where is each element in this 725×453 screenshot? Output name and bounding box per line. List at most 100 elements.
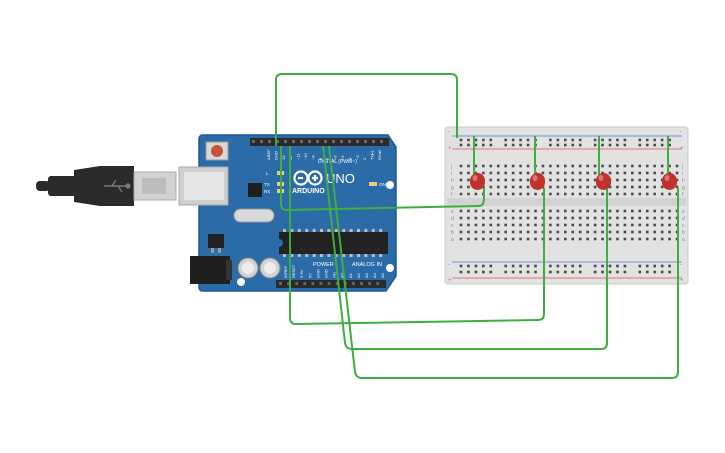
breadboard-hole[interactable] xyxy=(519,270,522,274)
breadboard-hole[interactable] xyxy=(586,178,589,182)
breadboard-hole[interactable] xyxy=(660,143,664,147)
header-hole[interactable] xyxy=(300,140,303,143)
breadboard-hole[interactable] xyxy=(541,237,545,241)
arduino-uno-board[interactable]: L TX RX ON ARDUINO UNO DIGITAL (PWM~) AR… xyxy=(178,134,397,292)
breadboard-hole[interactable] xyxy=(526,223,530,227)
breadboard-hole[interactable] xyxy=(578,138,582,142)
breadboard-hole[interactable] xyxy=(511,192,515,196)
breadboard-hole[interactable] xyxy=(660,138,664,142)
breadboard-hole[interactable] xyxy=(571,178,575,182)
header-hole[interactable] xyxy=(351,282,355,285)
breadboard-hole[interactable] xyxy=(467,143,470,147)
breadboard-hole[interactable] xyxy=(556,209,560,213)
breadboard-hole[interactable] xyxy=(571,270,575,274)
breadboard-hole[interactable] xyxy=(504,171,507,175)
breadboard-hole[interactable] xyxy=(467,178,470,182)
breadboard-hole[interactable] xyxy=(474,209,478,213)
breadboard-hole[interactable] xyxy=(564,209,567,213)
breadboard-hole[interactable] xyxy=(519,164,522,168)
breadboard-hole[interactable] xyxy=(549,237,552,241)
breadboard-hole[interactable] xyxy=(638,264,642,268)
breadboard-hole[interactable] xyxy=(608,230,612,234)
breadboard-hole[interactable] xyxy=(489,230,493,234)
breadboard-hole[interactable] xyxy=(571,164,575,168)
breadboard-hole[interactable] xyxy=(593,230,597,234)
breadboard-hole[interactable] xyxy=(578,216,582,220)
breadboard-hole[interactable] xyxy=(541,209,545,213)
wire-pin-to-led3[interactable] xyxy=(322,145,608,350)
breadboard-hole[interactable] xyxy=(638,178,642,182)
breadboard-hole[interactable] xyxy=(645,237,649,241)
led-4[interactable] xyxy=(662,173,677,190)
breadboard-hole[interactable] xyxy=(474,192,478,196)
breadboard-hole[interactable] xyxy=(593,237,597,241)
breadboard-hole[interactable] xyxy=(653,264,656,268)
wire-gnd-to-rail[interactable] xyxy=(275,73,458,146)
breadboard-hole[interactable] xyxy=(623,178,627,182)
breadboard-hole[interactable] xyxy=(482,237,485,241)
breadboard-hole[interactable] xyxy=(549,216,552,220)
breadboard-hole[interactable] xyxy=(593,264,597,268)
header-hole[interactable] xyxy=(284,140,287,143)
breadboard-hole[interactable] xyxy=(660,171,664,175)
breadboard-hole[interactable] xyxy=(645,178,649,182)
breadboard-hole[interactable] xyxy=(467,270,470,274)
breadboard-hole[interactable] xyxy=(482,171,485,175)
breadboard-hole[interactable] xyxy=(623,237,627,241)
header-hole[interactable] xyxy=(279,282,282,285)
breadboard-hole[interactable] xyxy=(631,185,634,189)
breadboard-hole[interactable] xyxy=(593,216,597,220)
breadboard-hole[interactable] xyxy=(608,209,612,213)
breadboard-hole[interactable] xyxy=(623,216,627,220)
breadboard-hole[interactable] xyxy=(496,223,500,227)
breadboard-hole[interactable] xyxy=(608,192,612,196)
breadboard-hole[interactable] xyxy=(504,164,507,168)
breadboard-hole[interactable] xyxy=(511,216,515,220)
breadboard-hole[interactable] xyxy=(638,209,642,213)
breadboard-hole[interactable] xyxy=(638,270,642,274)
breadboard-hole[interactable] xyxy=(608,264,612,268)
breadboard-hole[interactable] xyxy=(623,143,627,147)
breadboard-hole[interactable] xyxy=(586,237,589,241)
breadboard-hole[interactable] xyxy=(549,143,552,147)
breadboard-hole[interactable] xyxy=(474,270,478,274)
breadboard-hole[interactable] xyxy=(534,209,537,213)
breadboard-hole[interactable] xyxy=(660,209,664,213)
jumper-wires[interactable] xyxy=(275,73,679,379)
breadboard-hole[interactable] xyxy=(608,185,612,189)
breadboard-hole[interactable] xyxy=(645,171,649,175)
breadboard-hole[interactable] xyxy=(549,138,552,142)
breadboard-hole[interactable] xyxy=(549,264,552,268)
breadboard-hole[interactable] xyxy=(638,216,642,220)
breadboard-hole[interactable] xyxy=(489,192,493,196)
power-analog-header[interactable] xyxy=(276,280,386,288)
breadboard-hole[interactable] xyxy=(519,216,522,220)
breadboard-hole[interactable] xyxy=(631,237,634,241)
breadboard-hole[interactable] xyxy=(638,237,642,241)
breadboard-hole[interactable] xyxy=(467,185,470,189)
breadboard-hole[interactable] xyxy=(459,178,463,182)
breadboard-hole[interactable] xyxy=(526,209,530,213)
breadboard-hole[interactable] xyxy=(578,143,582,147)
breadboard-hole[interactable] xyxy=(571,171,575,175)
breadboard-hole[interactable] xyxy=(638,192,642,196)
breadboard-hole[interactable] xyxy=(578,171,582,175)
breadboard-hole[interactable] xyxy=(511,164,515,168)
breadboard-hole[interactable] xyxy=(556,216,560,220)
led-1[interactable] xyxy=(470,173,485,190)
breadboard-hole[interactable] xyxy=(623,192,627,196)
breadboard-hole[interactable] xyxy=(511,209,515,213)
breadboard-hole[interactable] xyxy=(526,138,530,142)
breadboard-hole[interactable] xyxy=(601,223,604,227)
breadboard-hole[interactable] xyxy=(496,209,500,213)
breadboard-hole[interactable] xyxy=(549,209,552,213)
breadboard-hole[interactable] xyxy=(645,270,649,274)
breadboard-hole[interactable] xyxy=(459,237,463,241)
breadboard-hole[interactable] xyxy=(645,143,649,147)
breadboard-hole[interactable] xyxy=(608,223,612,227)
header-hole[interactable] xyxy=(295,282,299,285)
breadboard-hole[interactable] xyxy=(467,237,470,241)
breadboard-hole[interactable] xyxy=(482,230,485,234)
breadboard-hole[interactable] xyxy=(616,270,619,274)
header-hole[interactable] xyxy=(332,140,335,143)
